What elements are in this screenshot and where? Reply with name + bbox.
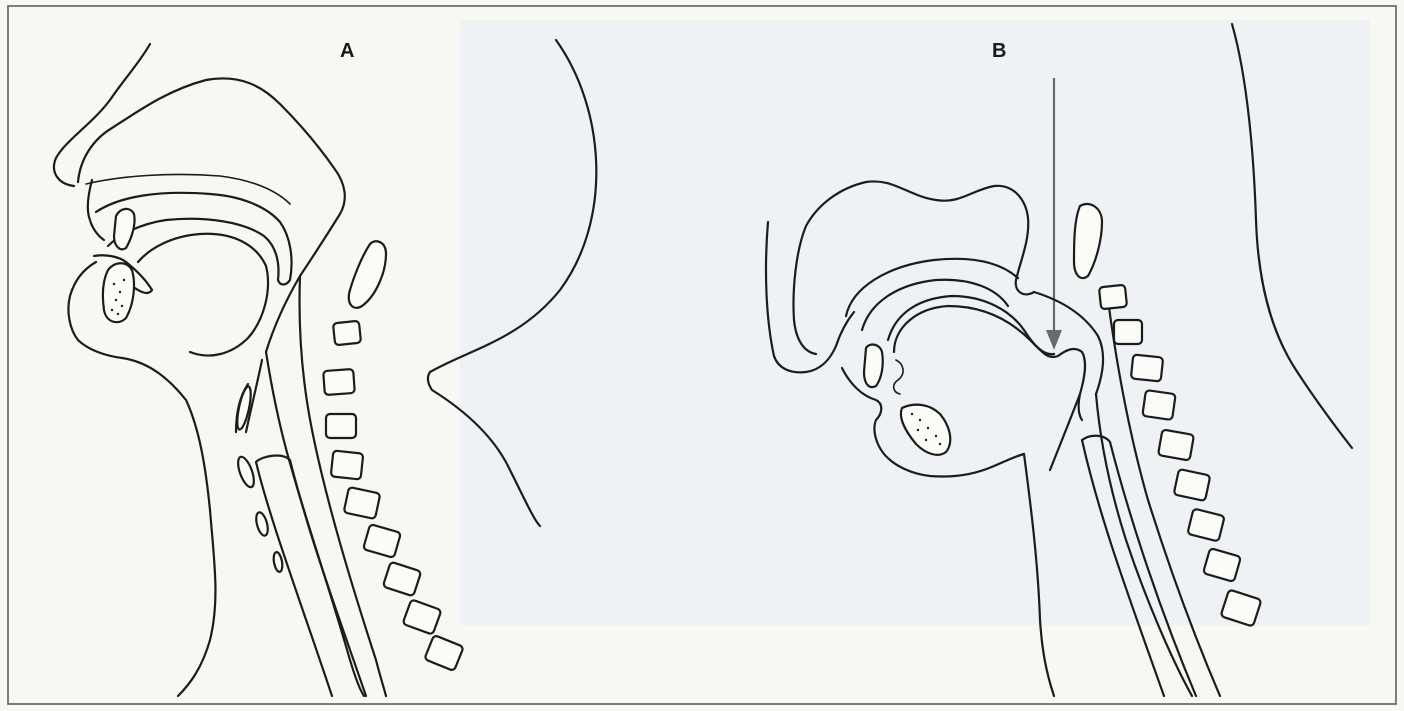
panel-a-nasal-floor [86, 174, 290, 204]
panel-a-tongue [138, 234, 268, 356]
panel-a-label: A [340, 40, 354, 62]
panel-a-larynx-cartilages [235, 385, 284, 572]
panel-a-face-profile [54, 44, 215, 696]
background-shading [460, 20, 1370, 625]
panel-a-dens [349, 241, 386, 308]
panel-a-upper-incisor [114, 209, 135, 249]
panel-b-label: B [992, 40, 1006, 62]
panel-b-upper-incisor [864, 345, 883, 388]
panel-a-vertebrae [323, 321, 464, 671]
